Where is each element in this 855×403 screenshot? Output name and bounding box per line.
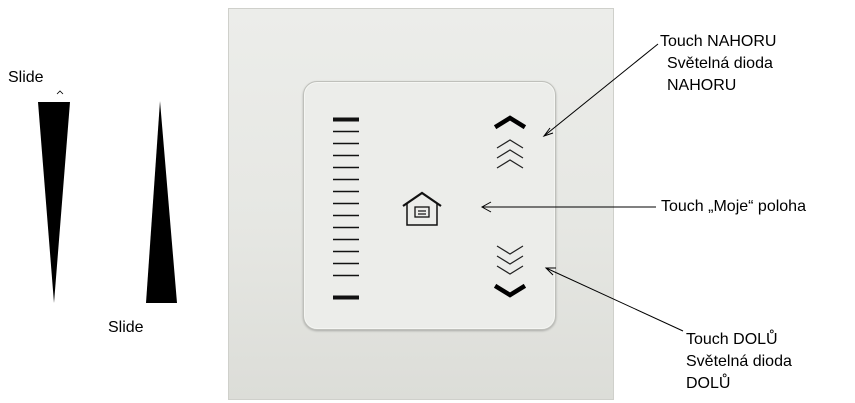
house-icon[interactable] — [403, 193, 441, 225]
callout-down-line3: DOLŮ — [686, 374, 730, 394]
chevron-up-icon[interactable] — [497, 118, 523, 126]
callout-home-label: Touch „Moje“ poloha — [661, 197, 806, 217]
chevron-down-icon[interactable] — [497, 287, 523, 295]
callout-down-line1: Touch DOLŮ — [686, 330, 778, 350]
double-chevron-up-icon — [497, 140, 523, 168]
double-chevron-down-icon — [497, 246, 523, 274]
callout-line-up — [544, 44, 658, 136]
callout-up-line2: Světelná dioda — [667, 54, 773, 74]
callout-up-line1: Touch NAHORU — [660, 32, 776, 52]
callout-up-line3: NAHORU — [667, 76, 736, 96]
callout-down-line2: Světelná dioda — [686, 352, 792, 372]
callout-line-down — [546, 268, 683, 331]
slider-scale-icon[interactable] — [333, 120, 359, 298]
